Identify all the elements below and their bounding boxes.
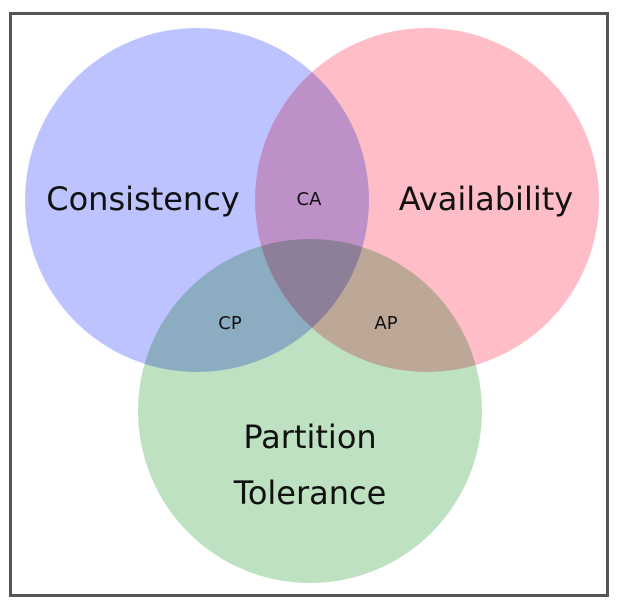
partition-label-line1: Partition xyxy=(243,418,376,456)
partition-label-line2: Tolerance xyxy=(233,474,387,512)
cp-label: CP xyxy=(218,313,242,334)
ca-label: CA xyxy=(297,189,323,210)
partition-tolerance-circle xyxy=(138,239,482,583)
availability-label: Availability xyxy=(399,180,573,218)
ap-label: AP xyxy=(374,313,397,334)
consistency-label: Consistency xyxy=(46,180,239,218)
